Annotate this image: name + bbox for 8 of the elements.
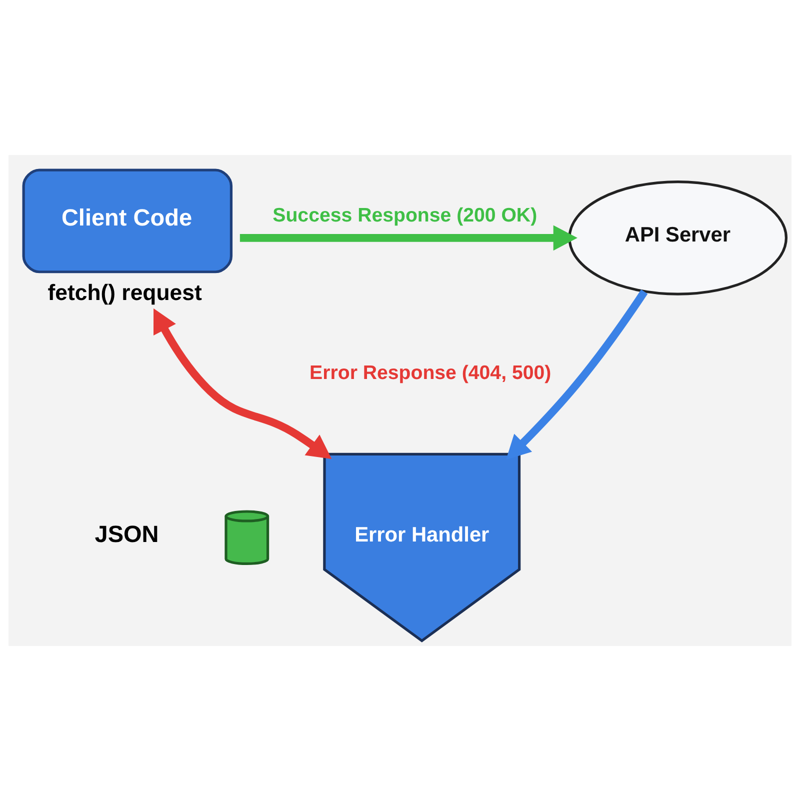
node-label: fetch() request	[48, 280, 202, 305]
arrow	[506, 289, 648, 460]
edge-label: Error Response (404, 500)	[310, 361, 552, 384]
node-ellipse: API Server	[568, 180, 788, 295]
label: JSON	[94, 520, 159, 547]
arrow	[240, 224, 578, 250]
arrow	[154, 308, 332, 459]
edge-label: Success Response (200 OK)	[272, 204, 538, 226]
